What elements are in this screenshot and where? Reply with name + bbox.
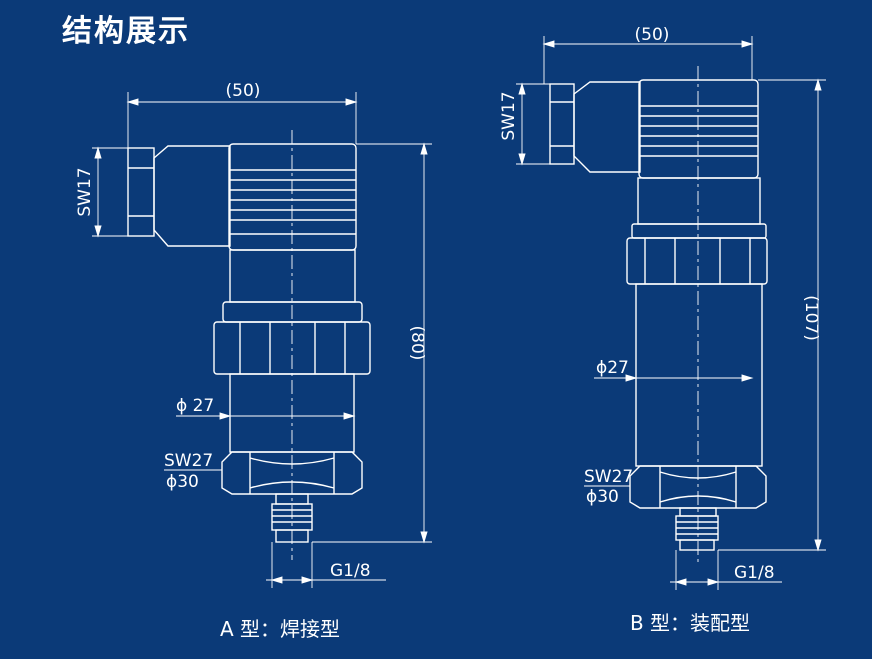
type-b-height-label: (107) (801, 295, 821, 341)
type-b-diameter-label: ϕ27 (596, 358, 629, 378)
type-a-height-dimension (312, 142, 432, 544)
type-a-diameter-dimension (176, 412, 356, 420)
type-a-sw27-label: SW27 (164, 451, 213, 471)
type-a-thread-label: G1/8 (330, 561, 371, 581)
type-a-drawing (92, 92, 432, 588)
type-b-thread-dimension (670, 550, 782, 590)
type-b-diameter-dimension (594, 374, 754, 382)
type-b-drawing (516, 36, 826, 590)
type-b-width-label: (50) (635, 25, 670, 45)
type-a-thread-dimension (266, 542, 386, 588)
type-b-sw27-label: SW27 (584, 467, 633, 487)
type-b-phi30-label: ϕ30 (586, 487, 619, 507)
type-a-collar (222, 301, 363, 323)
type-b-sw17-label: SW17 (499, 91, 519, 140)
type-a-upper-body (229, 249, 356, 303)
type-b-thread-label: G1/8 (734, 563, 775, 583)
type-a-phi30-label: ϕ30 (166, 472, 199, 492)
type-a-caption: A 型：焊接型 (220, 617, 340, 641)
type-b-caption: B 型：装配型 (630, 611, 750, 635)
type-a-connector-body (153, 145, 231, 247)
type-b-hex-ring (626, 237, 768, 285)
type-b-width-dimension (542, 36, 754, 84)
type-a-diameter-label: ϕ 27 (176, 396, 214, 416)
page-title: 结构展示 (62, 14, 190, 49)
type-a-width-dimension (126, 92, 358, 148)
type-a-connector-hex (127, 147, 155, 237)
type-b-connector-hex (549, 83, 575, 165)
type-b-thread (675, 507, 719, 551)
type-a-housing (228, 143, 357, 251)
type-a-width-label: (50) (226, 81, 261, 101)
type-b-sw17-dimension (516, 82, 550, 166)
type-b-housing (638, 79, 759, 179)
type-a-sw17-dimension (92, 146, 128, 238)
type-b-upper-body (637, 177, 761, 225)
type-b-collar (631, 223, 767, 239)
type-b-connector-body (573, 81, 641, 173)
type-a-height-label: (80) (407, 326, 427, 361)
type-a-sw17-label: SW17 (75, 167, 95, 216)
type-b-height-dimension (718, 78, 826, 552)
